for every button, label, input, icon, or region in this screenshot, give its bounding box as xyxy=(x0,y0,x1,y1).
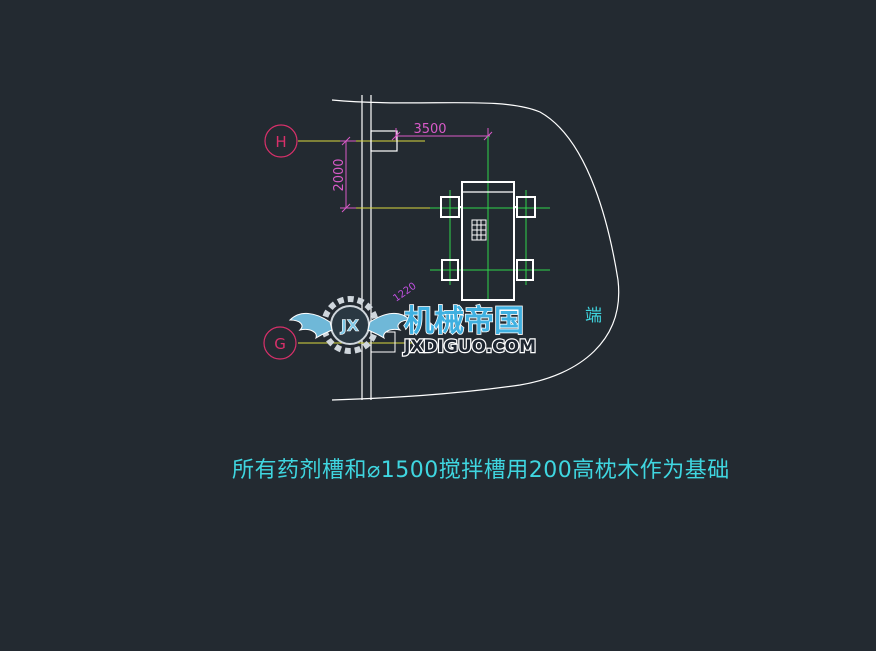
grid-bubble-g: G xyxy=(263,326,297,360)
grid-label-g: G xyxy=(274,335,286,353)
wing-right-icon xyxy=(367,313,412,340)
wing-left-icon xyxy=(288,313,333,340)
equipment-center-lines xyxy=(430,136,550,300)
emblem-text: JX xyxy=(340,316,360,335)
grid-label-h: H xyxy=(275,133,286,151)
partial-label: 端 xyxy=(585,306,602,326)
dimension-vertical: 2000 xyxy=(332,136,356,213)
dimension-horizontal: 3500 xyxy=(391,122,493,141)
watermark-logo: JX 机械帝国 JXDIGUO.COM xyxy=(288,296,537,358)
boundary-curve xyxy=(331,99,620,401)
grid-bubble-h: H xyxy=(264,124,298,158)
drawing-note: 所有药剂槽和⌀1500搅拌槽用200高枕木作为基础 xyxy=(232,458,730,483)
small-magenta-label: 1220 xyxy=(391,281,418,305)
equipment-tank[interactable] xyxy=(440,181,536,301)
dim-label-3500: 3500 xyxy=(413,122,446,137)
watermark-title: 机械帝国 xyxy=(404,304,524,339)
wall-box-top xyxy=(370,130,398,152)
grille-window xyxy=(471,219,487,241)
dim-label-2000: 2000 xyxy=(332,158,347,191)
watermark-url: JXDIGUO.COM xyxy=(403,337,536,357)
